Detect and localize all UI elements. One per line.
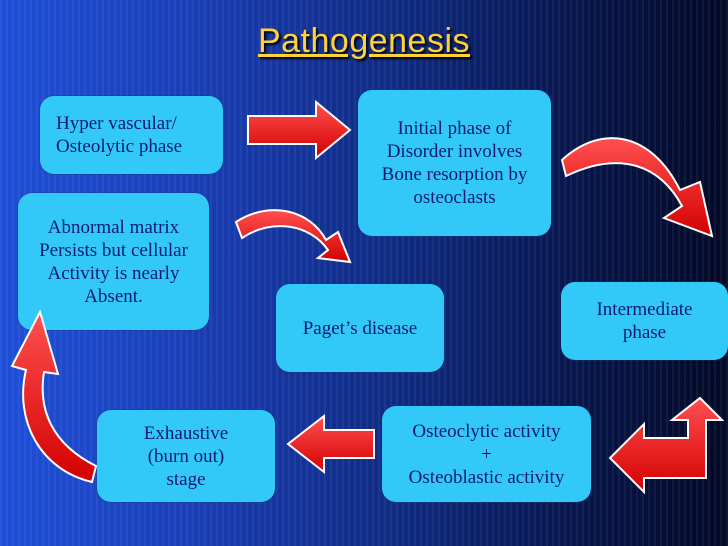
box-exhaustive-stage: Exhaustive (burn out) stage: [97, 410, 275, 502]
arrow-curve-center: [234, 209, 352, 264]
arrow-curve-top-right: [560, 137, 714, 238]
arrow-left-bottom: [286, 413, 375, 475]
box-hyper-vascular: Hyper vascular/ Osteolytic phase: [40, 96, 223, 174]
box-abnormal-matrix: Abnormal matrix Persists but cellular Ac…: [18, 193, 209, 330]
arrow-curve-left: [10, 309, 98, 484]
box-osteoclytic-activity: Osteoclytic activity + Osteoblastic acti…: [382, 406, 591, 502]
box-intermediate-phase: Intermediate phase: [561, 282, 728, 360]
page-title: Pathogenesis: [257, 22, 471, 60]
box-pagets-disease: Paget’s disease: [276, 284, 444, 372]
box-initial-phase: Initial phase of Disorder involves Bone …: [358, 90, 551, 236]
arrow-u-right: [608, 396, 725, 495]
arrow-right-top: [247, 99, 352, 161]
